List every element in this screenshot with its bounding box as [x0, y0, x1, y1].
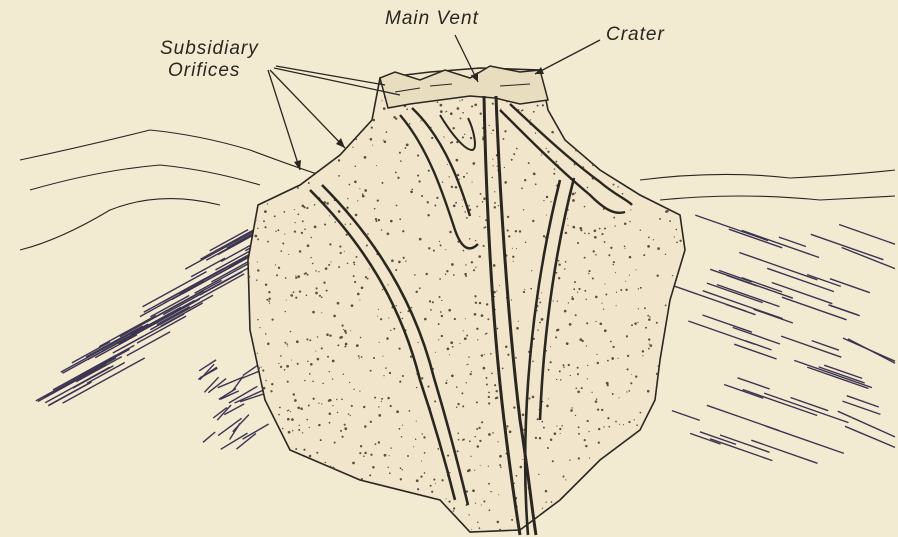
label-subsidiary: Subsidiary	[160, 38, 259, 60]
label-orifices: Orifices	[168, 60, 240, 82]
volcano-cone	[248, 68, 685, 532]
label-crater: Crater	[606, 24, 665, 46]
label-main-vent: Main Vent	[385, 8, 479, 30]
right-slope-hatching	[669, 215, 895, 463]
